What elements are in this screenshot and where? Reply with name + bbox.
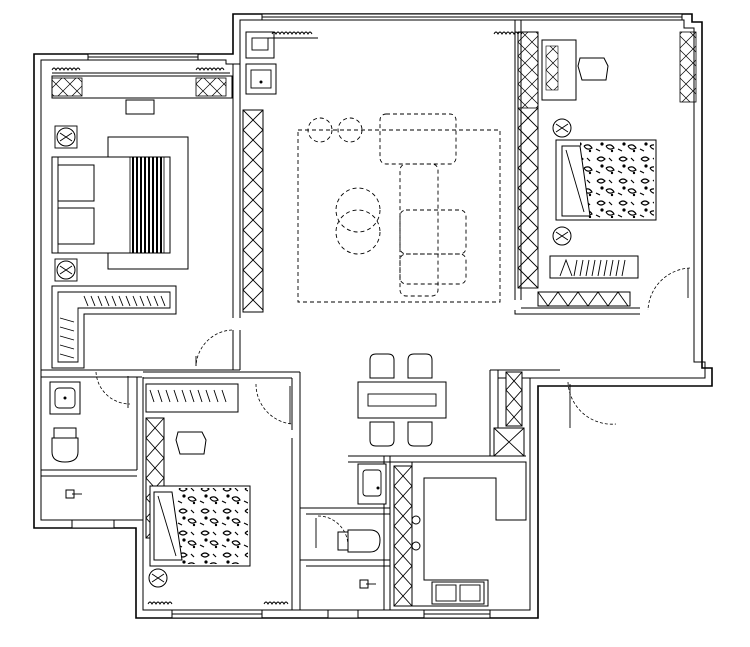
kitchen xyxy=(393,371,617,607)
rug xyxy=(297,129,501,303)
dining-table xyxy=(357,381,447,419)
burner xyxy=(411,541,421,551)
sofa xyxy=(399,163,439,297)
side-table xyxy=(307,117,333,143)
bedroom-3 xyxy=(145,383,293,606)
burner xyxy=(411,515,421,525)
windows xyxy=(71,13,683,619)
hall-cabinet xyxy=(242,109,264,313)
chair xyxy=(369,353,395,379)
chair xyxy=(175,431,207,455)
bed-throw xyxy=(129,156,165,254)
toilet xyxy=(347,529,381,553)
chair xyxy=(369,421,395,447)
pillow xyxy=(57,207,95,245)
coffee-table xyxy=(335,187,381,233)
wardrobe xyxy=(145,383,239,413)
ottoman xyxy=(379,113,457,165)
bedroom-2 xyxy=(517,31,697,311)
pillow xyxy=(57,164,95,202)
curtain xyxy=(268,31,523,39)
chair xyxy=(407,421,433,447)
bathroom-2 xyxy=(315,463,387,589)
entry-sink xyxy=(245,31,277,95)
master-bedroom xyxy=(51,67,233,369)
chair xyxy=(407,353,433,379)
side-table xyxy=(337,117,363,143)
dining-area xyxy=(357,353,447,447)
chair xyxy=(577,57,609,81)
kitchen-sink xyxy=(431,581,485,605)
wardrobe xyxy=(51,285,177,369)
exterior-walls xyxy=(33,13,713,619)
curtain xyxy=(51,67,230,74)
living-room xyxy=(268,31,523,303)
desk-chair xyxy=(125,99,155,115)
counter xyxy=(411,461,527,607)
hangers xyxy=(59,295,166,359)
bathroom-1 xyxy=(49,371,131,499)
toilet xyxy=(51,437,79,463)
curtain xyxy=(147,601,289,606)
